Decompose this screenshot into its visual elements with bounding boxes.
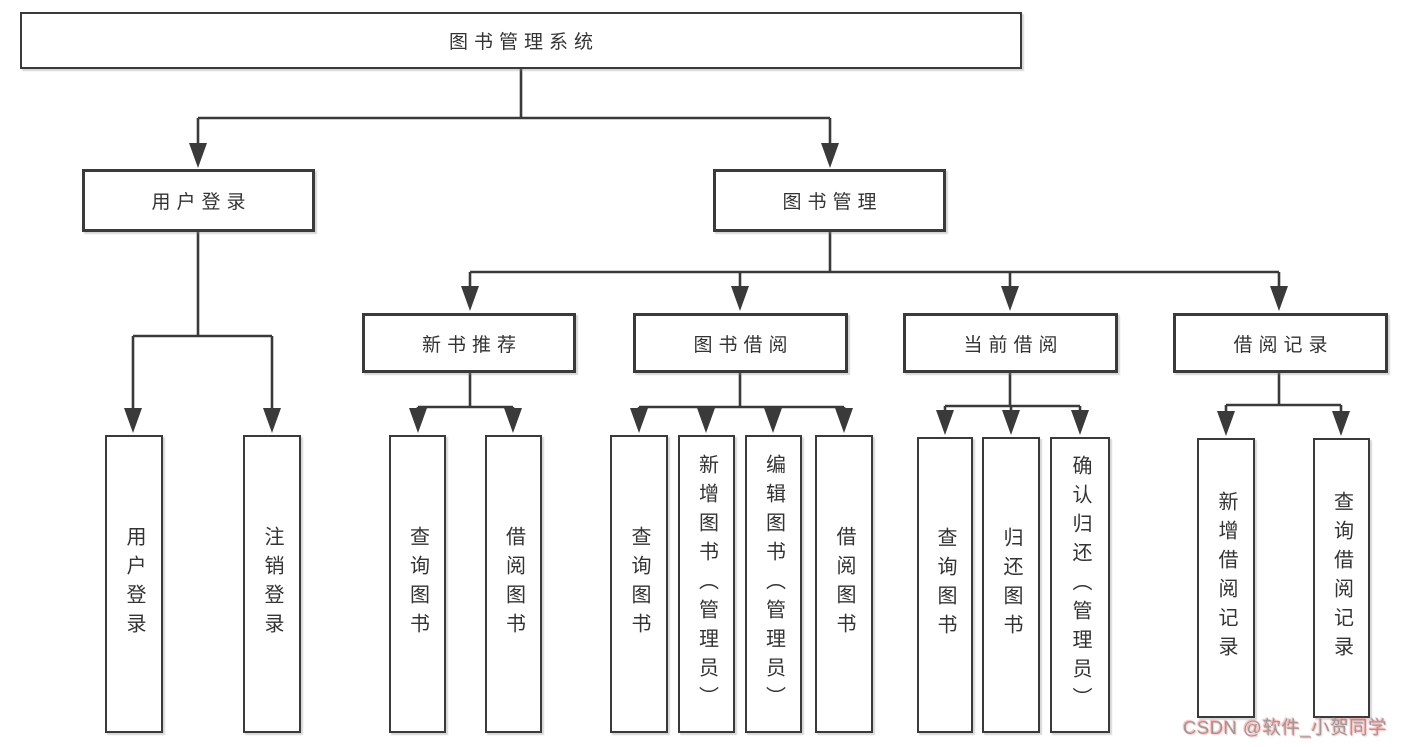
node-book-management-label: 图书管理 xyxy=(782,192,883,213)
arrow-down-icon xyxy=(697,408,715,433)
node-book-borrow-label: 图书借阅 xyxy=(693,334,794,356)
arrow-down-icon xyxy=(835,408,853,433)
leaf-nb-borrow-books-label: 借阅图书 xyxy=(502,526,525,642)
leaf-bb-query-books-label: 查询图书 xyxy=(628,526,650,642)
node-root: 图书管理系统 xyxy=(20,12,1022,69)
node-current-borrow: 当前借阅 xyxy=(903,313,1118,373)
arrow-down-icon xyxy=(1071,410,1089,435)
leaf-bb-borrow-books-label: 借阅图书 xyxy=(833,526,855,642)
arrow-down-icon xyxy=(189,143,207,168)
node-current-borrow-label: 当前借阅 xyxy=(963,334,1064,356)
new-book-branch-line xyxy=(416,373,515,412)
arrow-down-icon xyxy=(630,408,648,433)
node-book-borrow: 图书借阅 xyxy=(633,313,848,373)
arrow-down-icon xyxy=(821,143,839,168)
arrow-down-icon xyxy=(1001,286,1019,311)
leaf-bb-add-books-admin-label: 新增图书（管理员） xyxy=(695,453,718,715)
leaf-bb-query-books: 查询图书 xyxy=(610,435,668,733)
arrow-down-icon xyxy=(1270,286,1288,311)
node-borrow-records: 借阅记录 xyxy=(1173,313,1388,373)
book-borrow-branch-line xyxy=(637,373,846,412)
arrow-down-icon xyxy=(124,408,142,433)
user-login-branch-line xyxy=(131,232,274,411)
leaf-bb-edit-books-admin-label: 编辑图书（管理员） xyxy=(762,453,785,715)
book-mgmt-branch-line xyxy=(468,232,1281,291)
leaf-cb-confirm-return-admin-label: 确认归还（管理员） xyxy=(1069,454,1091,716)
leaf-br-add-record-label: 新增借阅记录 xyxy=(1215,491,1237,665)
leaf-br-query-record: 查询借阅记录 xyxy=(1313,438,1370,718)
leaf-user-login-label: 用户登录 xyxy=(123,526,145,642)
leaf-cb-query-books-label: 查询图书 xyxy=(934,527,956,643)
arrow-down-icon xyxy=(461,286,479,311)
current-borrow-branch-line xyxy=(943,373,1082,412)
leaf-cb-query-books: 查询图书 xyxy=(917,437,973,733)
node-borrow-records-label: 借阅记录 xyxy=(1233,334,1334,356)
node-new-book-recommend-label: 新书推荐 xyxy=(421,334,522,356)
leaf-cb-confirm-return-admin: 确认归还（管理员） xyxy=(1050,437,1110,733)
leaf-br-query-record-label: 查询借阅记录 xyxy=(1330,491,1353,665)
node-root-label: 图书管理系统 xyxy=(448,32,599,53)
arrow-down-icon xyxy=(1217,411,1235,436)
borrow-records-branch-line xyxy=(1224,373,1343,412)
leaf-br-add-record: 新增借阅记录 xyxy=(1197,438,1255,718)
node-new-book-recommend: 新书推荐 xyxy=(362,313,576,373)
leaf-user-login: 用户登录 xyxy=(105,435,163,733)
arrowheads xyxy=(124,143,1350,436)
arrow-down-icon xyxy=(936,410,954,435)
leaf-bb-borrow-books: 借阅图书 xyxy=(815,435,873,733)
arrow-down-icon xyxy=(764,408,782,433)
root-branch-line xyxy=(196,69,832,146)
node-book-management: 图书管理 xyxy=(713,169,946,232)
leaf-logout: 注销登录 xyxy=(243,435,301,733)
node-user-login-label: 用户登录 xyxy=(151,192,252,213)
arrow-down-icon xyxy=(1002,410,1020,435)
arrow-down-icon xyxy=(504,408,522,433)
node-user-login: 用户登录 xyxy=(82,169,315,232)
leaf-bb-edit-books-admin: 编辑图书（管理员） xyxy=(745,435,802,733)
leaf-logout-label: 注销登录 xyxy=(261,526,283,642)
leaf-cb-return-books: 归还图书 xyxy=(982,437,1040,733)
arrow-down-icon xyxy=(731,286,749,311)
leaf-nb-query-books-label: 查询图书 xyxy=(406,526,429,642)
csdn-watermark: CSDN @软件_小贺同学 xyxy=(1183,717,1388,738)
leaf-cb-return-books-label: 归还图书 xyxy=(1000,527,1022,643)
arrow-down-icon xyxy=(409,408,427,433)
leaf-bb-add-books-admin: 新增图书（管理员） xyxy=(678,435,735,733)
leaf-nb-borrow-books: 借阅图书 xyxy=(485,435,542,733)
arrow-down-icon xyxy=(263,408,281,433)
leaf-nb-query-books: 查询图书 xyxy=(389,435,446,733)
arrow-down-icon xyxy=(1332,411,1350,436)
